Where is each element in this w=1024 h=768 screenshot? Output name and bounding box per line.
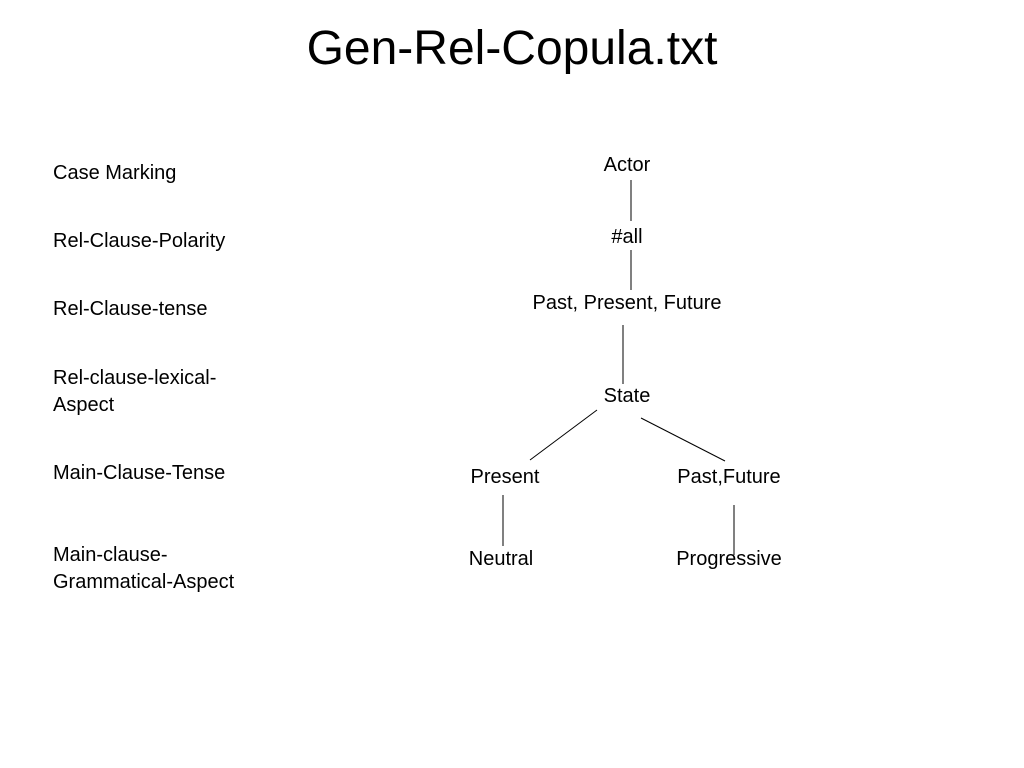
node-present: Present bbox=[470, 466, 540, 488]
row-label-rel-clause-lexical-aspect: Rel-clause-lexical- Aspect bbox=[53, 367, 217, 416]
node-state: State bbox=[603, 385, 651, 407]
edge-state-present bbox=[529, 409, 598, 461]
node-progressive: Progressive bbox=[676, 548, 782, 570]
row-label-rel-clause-polarity: Rel-Clause-Polarity bbox=[53, 230, 226, 252]
slide-title: Gen-Rel-Copula.txt bbox=[306, 22, 718, 75]
row-label-main-clause-grammatical-aspect: Main-clause- Grammatical-Aspect bbox=[53, 544, 235, 593]
node-all: #all bbox=[611, 226, 643, 248]
node-neutral: Neutral bbox=[468, 548, 534, 570]
edge-state-past-future bbox=[640, 417, 726, 462]
row-label-rel-clause-tense: Rel-Clause-tense bbox=[53, 298, 208, 320]
node-past-future: Past,Future bbox=[677, 466, 781, 488]
row-label-main-clause-tense: Main-Clause-Tense bbox=[53, 462, 226, 484]
node-tense: Past, Present, Future bbox=[532, 292, 722, 314]
row-label-case-marking: Case Marking bbox=[53, 162, 177, 184]
node-actor: Actor bbox=[603, 154, 651, 176]
